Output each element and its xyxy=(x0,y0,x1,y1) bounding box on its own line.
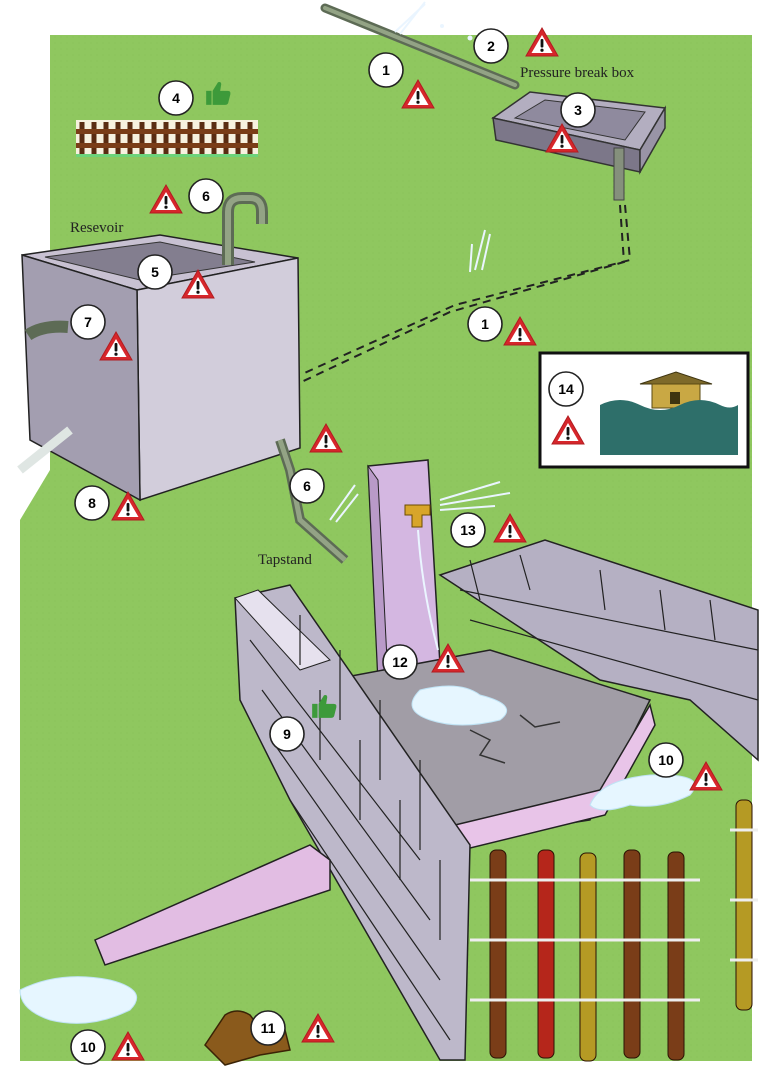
marker-number: 6 xyxy=(202,188,210,204)
marker-number: 14 xyxy=(558,381,574,397)
marker-number: 9 xyxy=(283,726,291,742)
marker-number: 10 xyxy=(658,752,674,768)
marker-number: 13 xyxy=(460,522,476,538)
marker-number: 3 xyxy=(574,102,582,118)
fence-icon xyxy=(76,120,258,157)
pressure-break-box-label: Pressure break box xyxy=(520,65,635,81)
marker-number: 7 xyxy=(84,314,92,330)
reservoir-label: Resevoir xyxy=(70,220,123,236)
marker-number: 4 xyxy=(172,90,180,106)
marker-number: 6 xyxy=(303,478,311,494)
marker-number: 10 xyxy=(80,1039,96,1055)
marker-number: 8 xyxy=(88,495,96,511)
marker-number: 1 xyxy=(382,62,390,78)
marker-number: 2 xyxy=(487,38,495,54)
flood-inset xyxy=(540,353,748,467)
marker-number: 5 xyxy=(151,264,159,280)
marker-number: 12 xyxy=(392,654,408,670)
marker-number: 11 xyxy=(261,1020,276,1036)
tapstand-label: Tapstand xyxy=(258,552,312,568)
marker-number: 1 xyxy=(481,316,489,332)
